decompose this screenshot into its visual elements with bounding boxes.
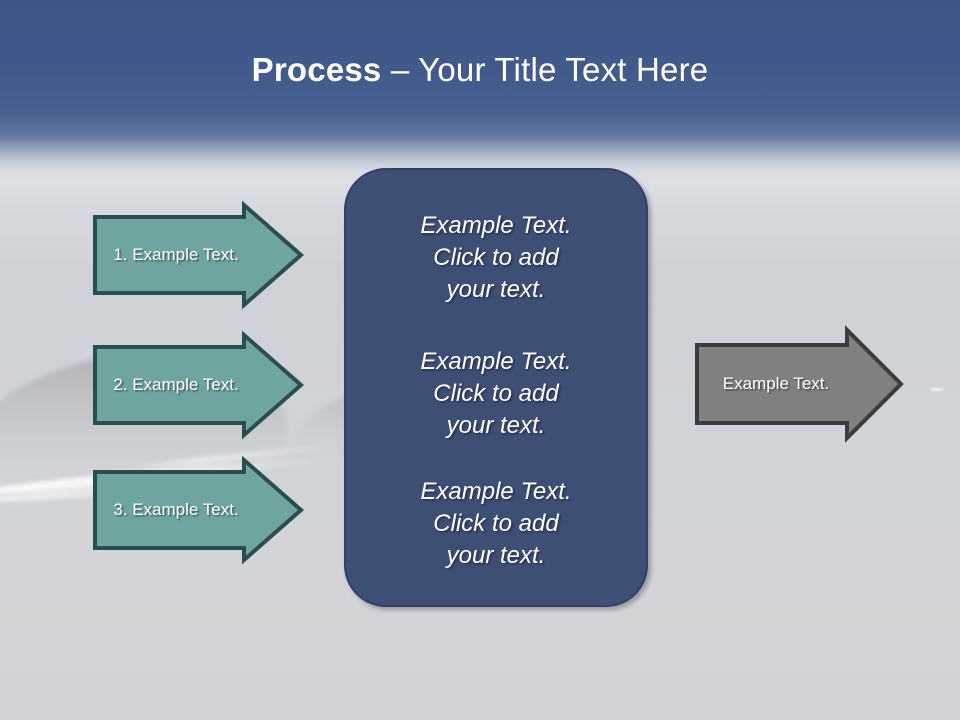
- process-arrow-3[interactable]: 3. Example Text.: [93, 455, 305, 565]
- arrow-right-icon: [93, 200, 305, 310]
- center-panel-block-3-line-2: Click to add: [433, 510, 559, 537]
- center-panel-block-1-line-2: Click to add: [433, 244, 559, 271]
- center-panel-block-3: Example Text. Click to add your text.: [346, 476, 646, 572]
- slide-title: Process – Your Title Text Here: [0, 50, 960, 90]
- process-output-arrow[interactable]: Example Text.: [695, 325, 904, 443]
- arrow-right-icon: [695, 325, 904, 443]
- process-arrow-2[interactable]: 2. Example Text.: [93, 330, 305, 440]
- center-panel-block-1: Example Text. Click to add your text.: [346, 210, 646, 306]
- center-panel-block-2-line-3: your text.: [446, 412, 546, 439]
- center-panel-block-3-line-3: your text.: [446, 542, 546, 569]
- center-panel-block-1-line-1: Example Text.: [420, 212, 572, 239]
- process-center-panel[interactable]: Example Text. Click to add your text. Ex…: [344, 168, 648, 607]
- center-panel-block-1-line-3: your text.: [446, 276, 546, 303]
- arrow-right-icon: [93, 455, 305, 565]
- center-panel-block-2-line-2: Click to add: [433, 380, 559, 407]
- process-arrow-1[interactable]: 1. Example Text.: [93, 200, 305, 310]
- background-horizon-speck: [930, 388, 944, 391]
- center-panel-block-2-line-1: Example Text.: [420, 348, 572, 375]
- slide-title-rest: – Your Title Text Here: [381, 51, 709, 88]
- slide-title-bold: Process: [251, 51, 382, 88]
- arrow-right-icon: [93, 330, 305, 440]
- center-panel-block-2: Example Text. Click to add your text.: [346, 346, 646, 442]
- center-panel-block-3-line-1: Example Text.: [420, 478, 572, 505]
